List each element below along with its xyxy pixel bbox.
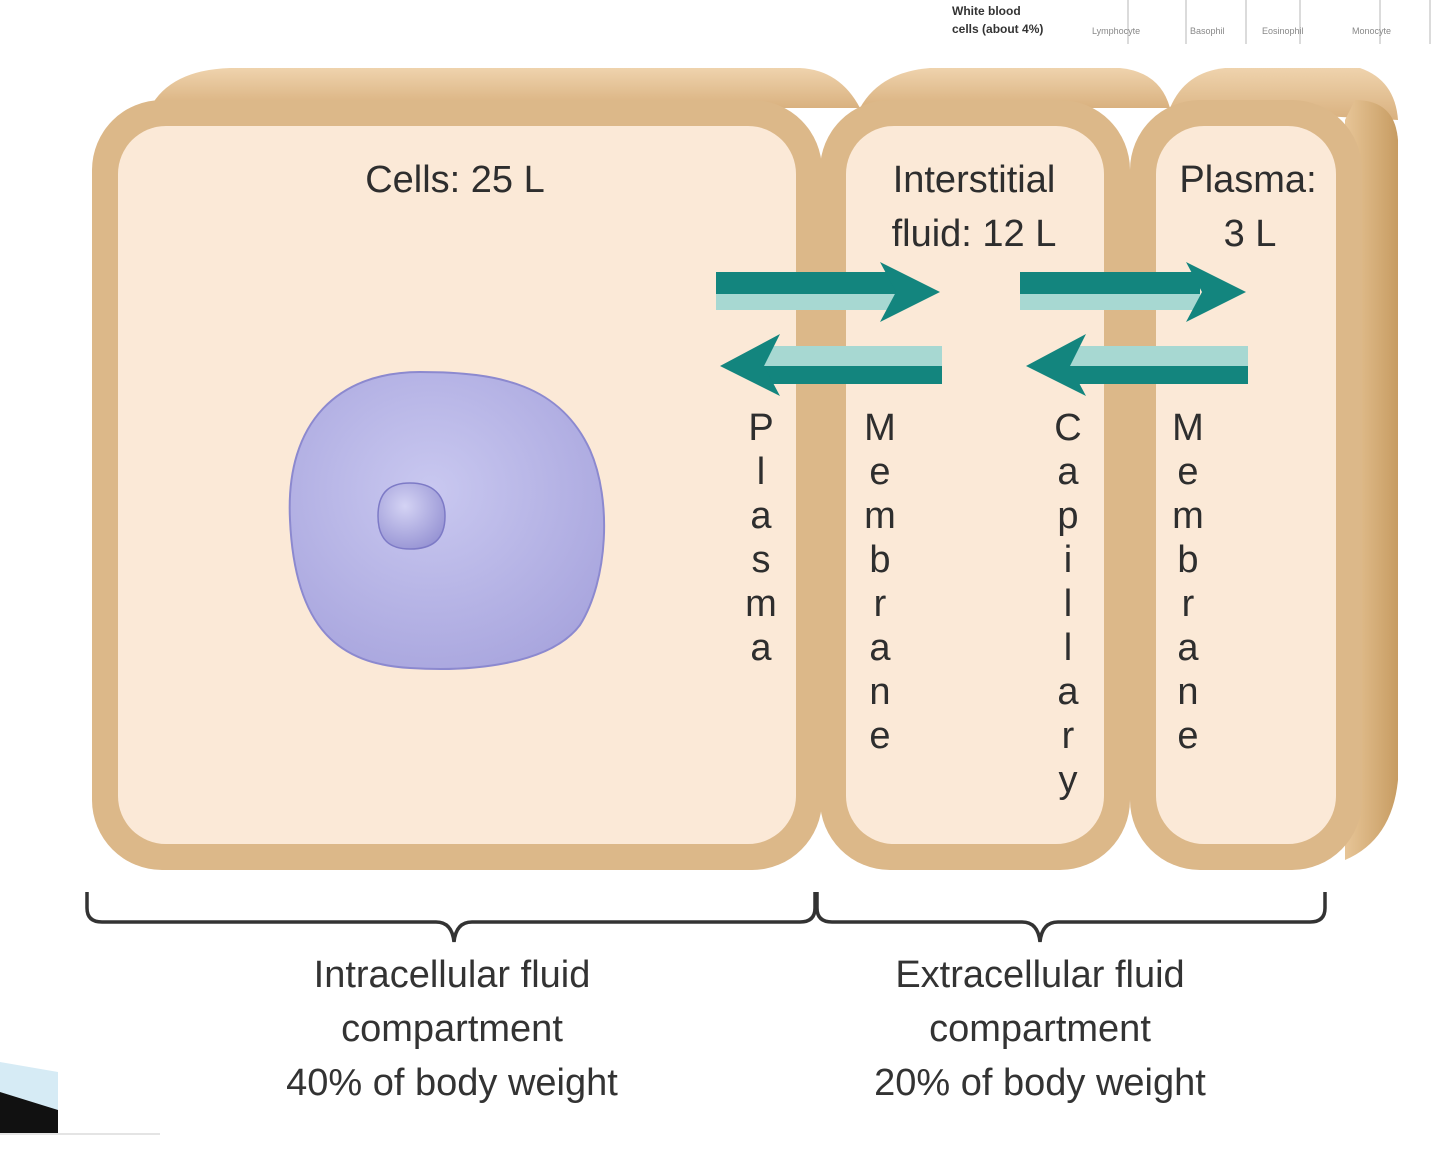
arrow-left-plasma-to-interstitial [1026,334,1248,396]
corner-fragment [0,1062,160,1135]
header-col-3: Eosinophil [1262,26,1304,36]
header-col-4: Monocyte [1352,26,1391,36]
intracellular-caption: Intracellular fluid compartment 40% of b… [232,948,672,1110]
header-table-fragment: White blood cells (about 4%) Lymphocyte … [952,0,1431,44]
extracellular-caption-line1: Extracellular fluid [895,954,1185,996]
extracellular-caption: Extracellular fluid compartment 20% of b… [820,948,1260,1110]
header-col-1: Lymphocyte [1092,26,1140,36]
extracellular-caption-line2: compartment [929,1008,1151,1050]
arrow-right-cells-to-interstitial [716,262,940,322]
extracellular-brace [815,892,1327,943]
arrow-right-interstitial-to-plasma [1020,262,1246,322]
intracellular-caption-line3: 40% of body weight [286,1062,618,1104]
intracellular-caption-line2: compartment [341,1008,563,1050]
header-row-label-line2: cells (about 4%) [952,22,1043,36]
header-row-label-line1: White blood [952,4,1021,18]
cells-label: Cells: 25 L [365,159,545,201]
cell-nucleus [377,482,446,550]
plasma-label-line2: 3 L [1224,213,1277,255]
intracellular-brace [85,892,817,943]
cell-body [288,370,606,670]
extracellular-caption-line3: 20% of body weight [874,1062,1206,1104]
interstitial-label-line1: Interstitial [893,159,1056,201]
header-col-2: Basophil [1190,26,1225,36]
plasma-label-line1: Plasma: [1179,159,1316,201]
interstitial-label-line2: fluid: 12 L [892,213,1057,255]
intracellular-caption-line1: Intracellular fluid [313,954,591,996]
arrow-left-interstitial-to-cells [720,334,942,396]
top-face-interstitial [860,68,1170,108]
top-face-cells [150,68,860,108]
